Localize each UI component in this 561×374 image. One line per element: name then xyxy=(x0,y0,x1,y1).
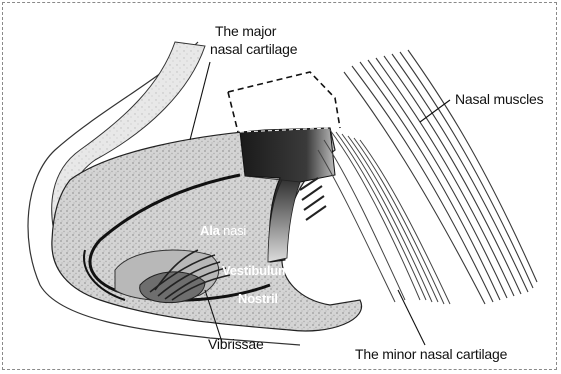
cartilage-dashed-outline xyxy=(228,72,340,132)
label-minor-cartilage: The minor nasal cartilage xyxy=(355,345,507,363)
label-vestibulum-nasi: Vestibulum nasi xyxy=(222,262,316,280)
label-nasal-muscles: Nasal muscles xyxy=(455,90,543,108)
label-vestibulum-sub: nasi xyxy=(293,263,316,278)
nasal-muscles xyxy=(344,50,537,304)
label-vestibulum-main: Vestibulum xyxy=(222,263,289,278)
label-ala-sub: nasi xyxy=(223,223,246,238)
muscle-fibers-lower xyxy=(318,130,450,304)
label-major-cartilage-2: nasal cartilage xyxy=(210,40,297,58)
label-nostril: Nostril xyxy=(238,290,278,308)
label-vibrissae: Vibrissae xyxy=(208,335,264,353)
label-major-cartilage-1: The major xyxy=(215,22,276,40)
label-ala-main: Ala xyxy=(200,223,220,238)
label-ala-nasi: Ala nasi xyxy=(200,222,246,240)
minor-cartilage xyxy=(300,178,326,220)
